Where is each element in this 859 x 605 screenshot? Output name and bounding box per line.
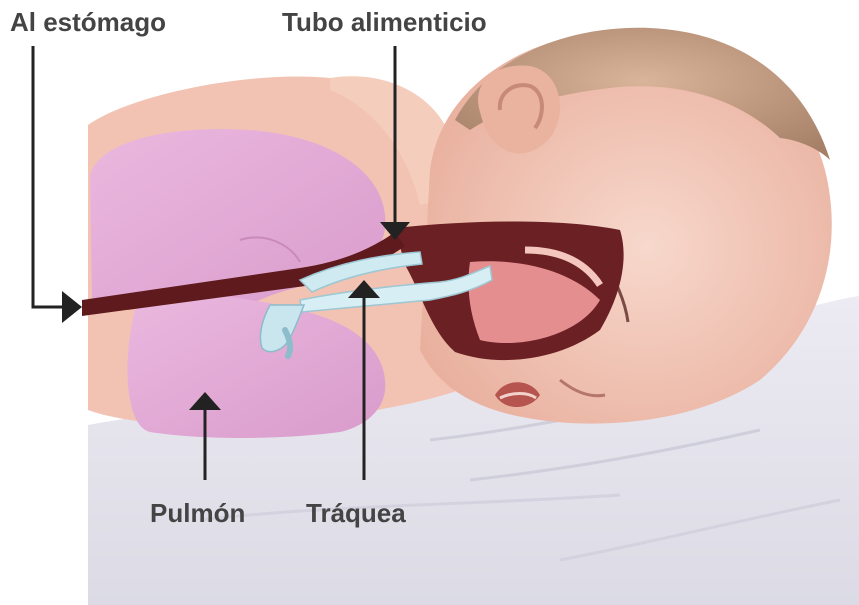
lung-label: Pulmón <box>150 500 245 526</box>
esophagus-label: Tubo alimenticio <box>282 9 487 35</box>
trachea-label: Tráquea <box>306 500 406 526</box>
stomach-pointer <box>33 46 82 323</box>
stomach-label: Al estómago <box>10 9 166 35</box>
